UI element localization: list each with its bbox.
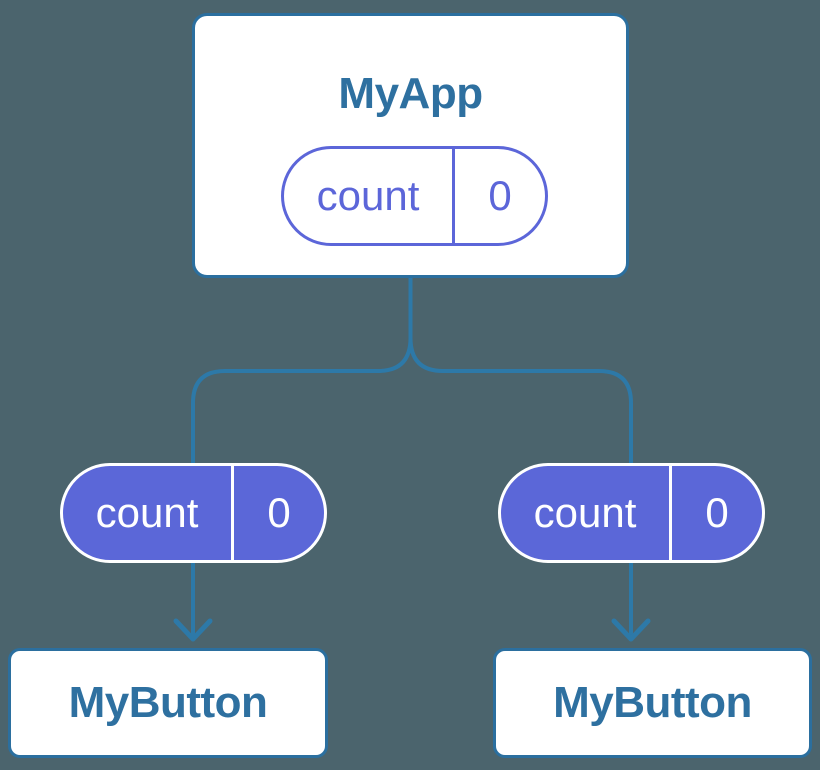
prop-pill-value: 0 [267,489,291,536]
prop-pill-value: 0 [705,489,729,536]
arrow-down-icon [611,618,651,642]
prop-pill-label: count [63,466,234,560]
prop-pill-left: count 0 [60,463,327,563]
prop-pill-right: count 0 [498,463,765,563]
component-title-mybutton: MyButton [68,677,268,727]
prop-pill-label: count [501,466,672,560]
state-pill-value: 0 [488,172,512,219]
component-title-mybutton: MyButton [553,677,752,727]
component-box-mybutton-right: MyButton [493,648,812,758]
component-box-myapp: MyApp count 0 [192,13,629,278]
component-box-mybutton-left: MyButton [8,648,328,758]
component-title-myapp: MyApp [338,69,483,118]
state-pill-label: count [284,149,455,243]
state-pill: count 0 [281,146,548,246]
tree-edge-left [191,277,413,637]
arrow-down-icon [173,618,213,642]
